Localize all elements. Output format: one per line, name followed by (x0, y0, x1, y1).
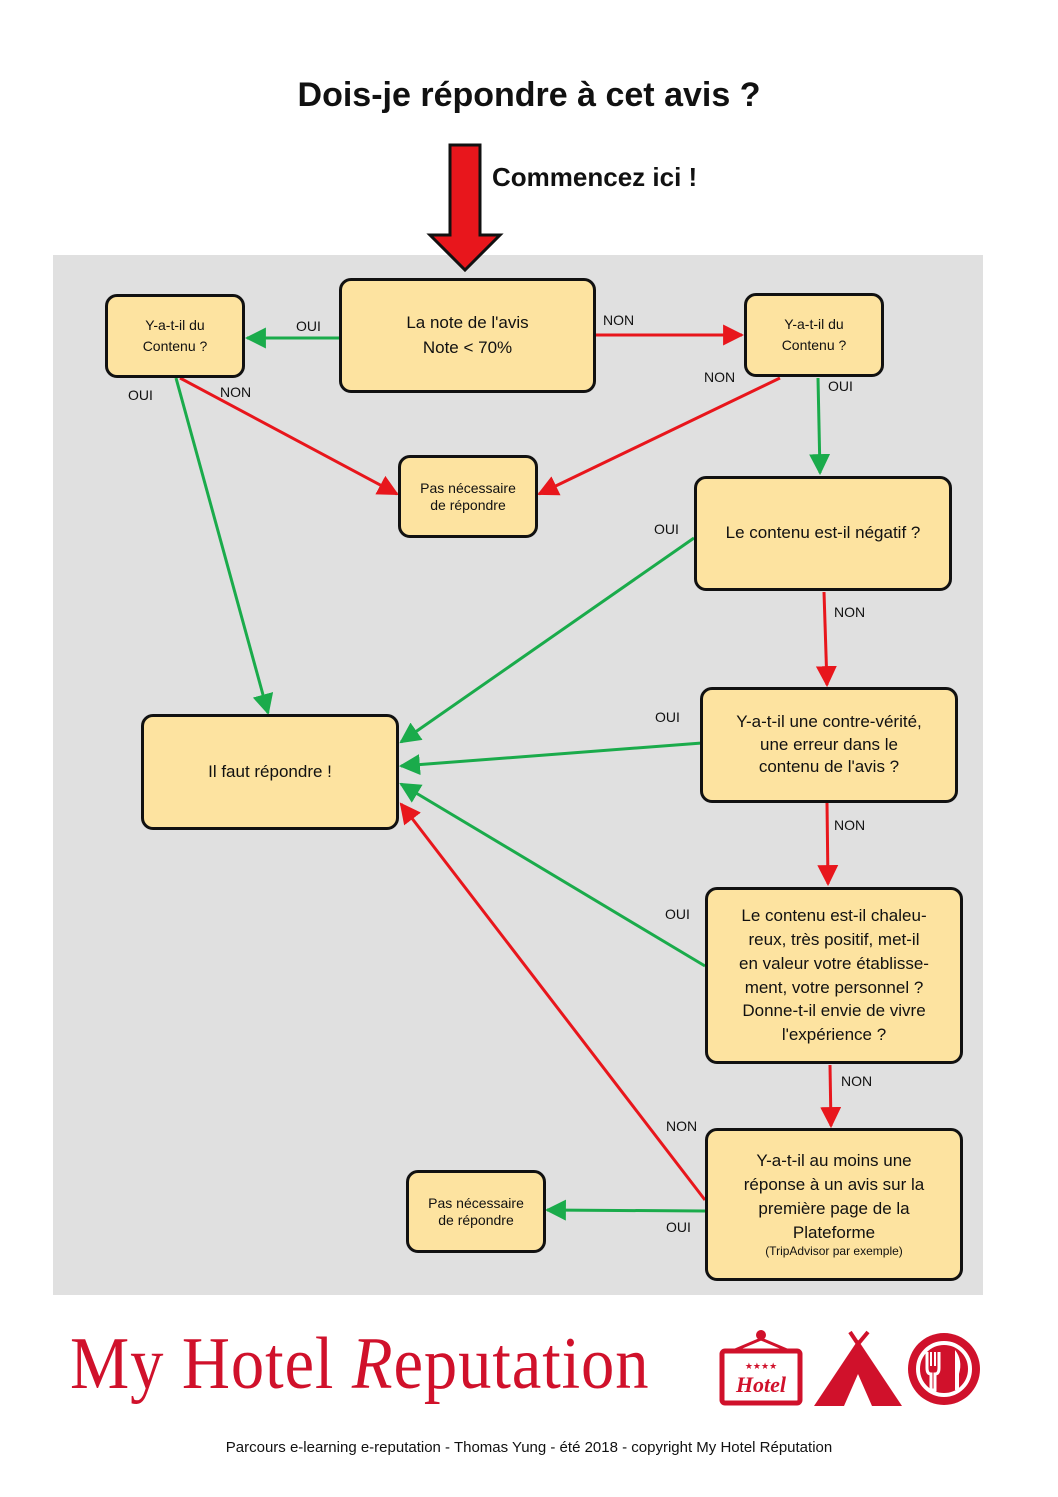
label-left-non: NON (220, 384, 252, 400)
hotel-sign-icon: ★★★★ Hotel (719, 1330, 803, 1406)
label-note-oui: OUI (296, 318, 321, 334)
label-right-oui: OUI (828, 378, 853, 394)
node-warm: Le contenu est-il chaleu- reux, très pos… (705, 887, 963, 1064)
arrow-negative-non (815, 591, 837, 688)
footer-credit: Parcours e-learning e-reputation - Thoma… (225, 1439, 833, 1456)
hotel-sign-text: Hotel (735, 1372, 787, 1397)
node-platform: Y-a-t-il au moins une réponse à un avis … (705, 1128, 963, 1281)
label-platform-oui: OUI (666, 1219, 691, 1235)
label-error-non: NON (834, 817, 866, 833)
restaurant-icon (908, 1333, 980, 1405)
node-no-need-bottom: Pas nécessaire de répondre (406, 1170, 546, 1253)
arrow-error-oui (398, 741, 703, 776)
node-content-left: Y-a-t-il du Contenu ? (105, 294, 245, 378)
label-error-oui: OUI (655, 709, 680, 725)
label-negative-non: NON (834, 604, 866, 620)
arrow-warm-non (820, 1064, 842, 1129)
arrow-left-oui (174, 377, 274, 716)
arrow-negative-oui (399, 536, 695, 744)
arrow-warm-oui (399, 782, 706, 968)
arrow-right-non (537, 376, 781, 496)
hotel-sign-stars: ★★★★ (745, 1362, 777, 1372)
label-platform-non: NON (666, 1118, 698, 1134)
label-left-oui: OUI (128, 387, 153, 403)
arrow-error-non (817, 802, 839, 887)
arrow-platform-oui (544, 1199, 706, 1221)
node-must-reply: Il faut répondre ! (141, 714, 399, 830)
arrow-right-oui (809, 377, 831, 476)
node-note: La note de l'avis Note < 70% (339, 278, 596, 393)
start-arrow (426, 143, 504, 273)
label-note-non: NON (603, 312, 635, 328)
brand-logo-text: My Hotel Reputation (70, 1323, 650, 1405)
label-warm-non: NON (841, 1073, 873, 1089)
label-warm-oui: OUI (665, 906, 690, 922)
node-content-right: Y-a-t-il du Contenu ? (744, 293, 884, 377)
label-right-non: NON (704, 369, 736, 385)
tent-icon (814, 1330, 902, 1406)
node-error: Y-a-t-il une contre-vérité, une erreur d… (700, 687, 958, 803)
label-negative-oui: OUI (654, 521, 679, 537)
node-negative: Le contenu est-il négatif ? (694, 476, 952, 591)
arrow-left-non (179, 376, 399, 496)
page-title: Dois-je répondre à cet avis ? (297, 76, 761, 114)
arrow-platform-non (399, 802, 707, 1201)
start-label: Commencez ici ! (492, 162, 698, 192)
node-no-need-top: Pas nécessaire de répondre (398, 455, 538, 538)
